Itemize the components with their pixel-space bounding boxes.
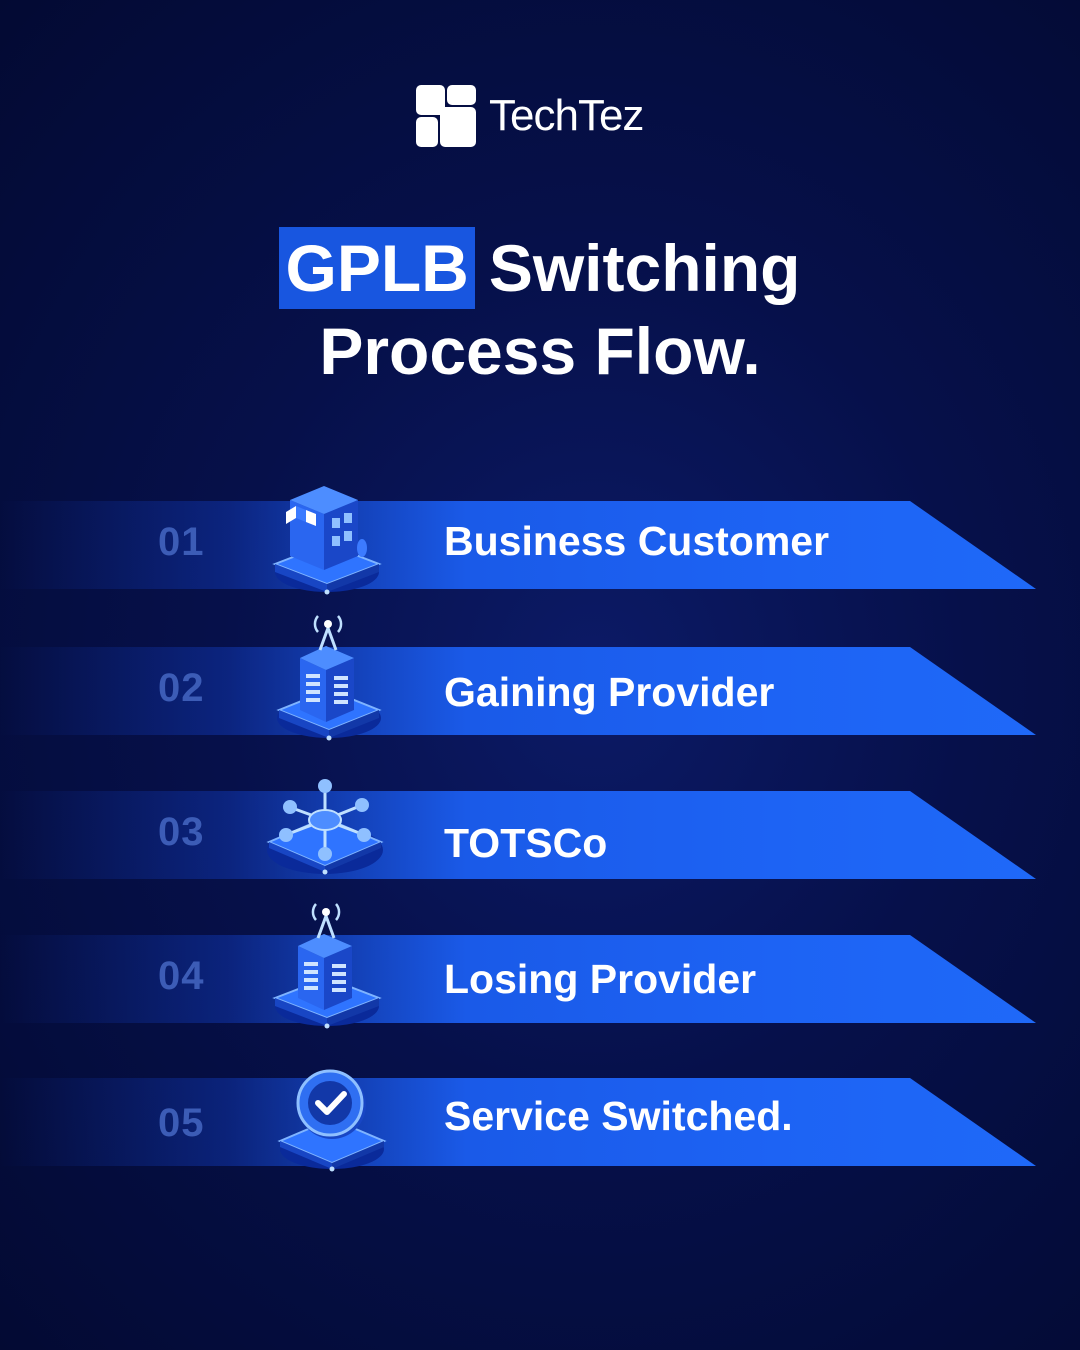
step-5: 05 Service Switched. xyxy=(0,1037,1080,1207)
step-1: 01 Business Customer xyxy=(0,460,1080,630)
check-badge-icon xyxy=(262,1057,392,1207)
step-number: 02 xyxy=(158,666,205,710)
tower-building-icon xyxy=(262,898,392,1048)
step-number: 03 xyxy=(158,810,205,854)
step-label: Losing Provider xyxy=(444,956,757,1002)
step-number: 01 xyxy=(158,520,205,564)
step-3: 03 TOTSCo xyxy=(0,750,1080,920)
step-4: 04 Losing Provider xyxy=(0,894,1080,1064)
step-band xyxy=(0,1078,1036,1166)
title-line2: Process Flow. xyxy=(319,314,761,388)
storefront-building-icon xyxy=(262,460,392,610)
step-label: Gaining Provider xyxy=(444,669,775,715)
step-label: Service Switched. xyxy=(444,1093,793,1139)
tower-building-icon xyxy=(262,610,392,760)
title-highlight: GPLB xyxy=(279,227,475,309)
grid-logo-icon xyxy=(416,85,476,147)
step-band xyxy=(0,647,1036,735)
network-hub-icon xyxy=(262,770,392,920)
step-label: Business Customer xyxy=(444,518,830,564)
step-number: 05 xyxy=(158,1101,205,1145)
step-number: 04 xyxy=(158,954,205,998)
step-label: TOTSCo xyxy=(444,820,608,866)
page-title: GPLB Switching Process Flow. xyxy=(0,226,1080,390)
brand-name: TechTez xyxy=(489,91,644,140)
brand-logo: TechTez xyxy=(415,84,644,148)
title-rest: Switching xyxy=(488,231,801,305)
step-band xyxy=(0,791,1036,879)
step-band xyxy=(0,935,1036,1023)
step-2: 02 Gaining Provider xyxy=(0,606,1080,776)
step-band xyxy=(0,501,1036,589)
